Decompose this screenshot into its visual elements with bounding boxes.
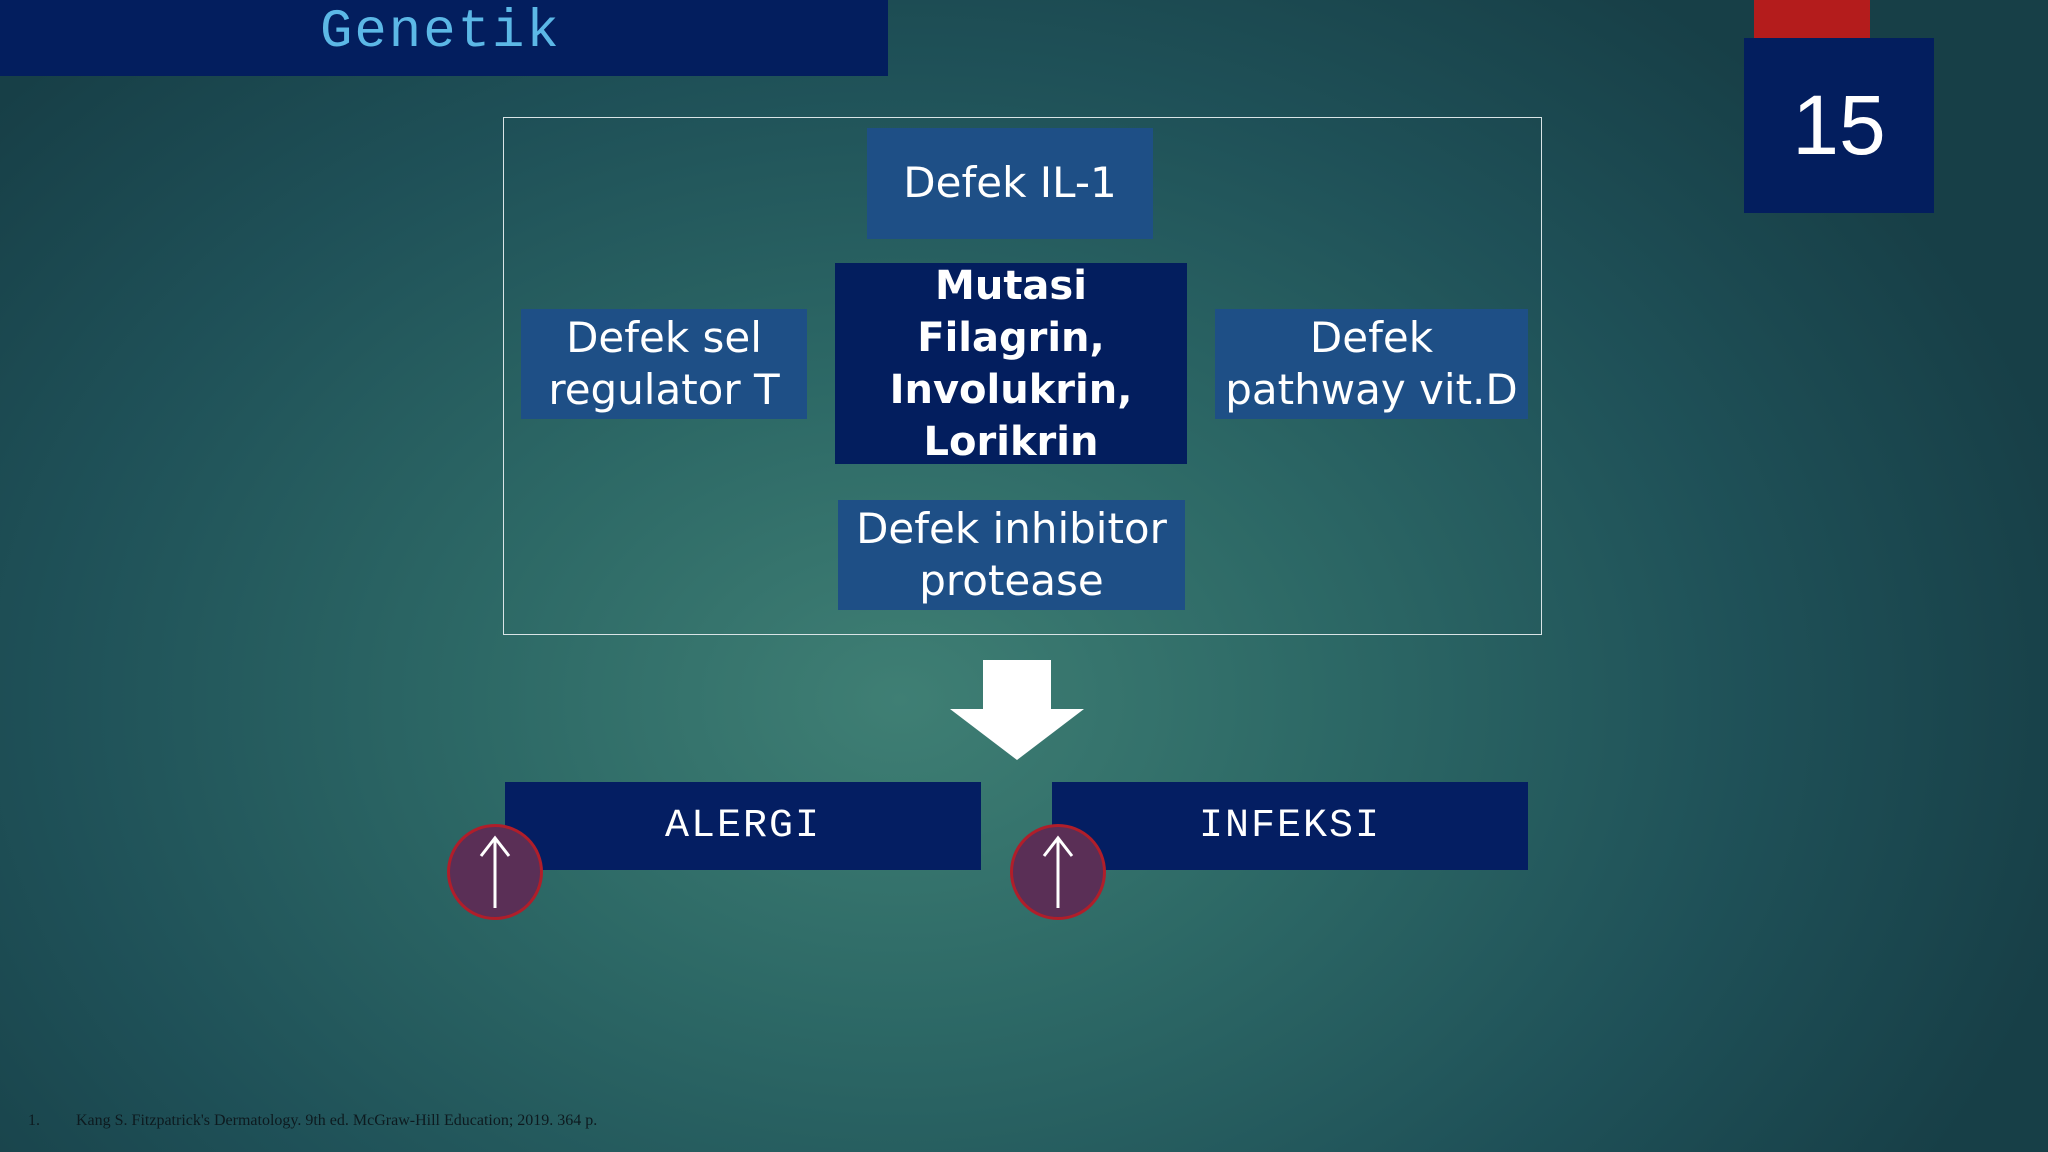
slide-number-accent: [1754, 0, 1870, 38]
infection-increase-indicator: [1010, 824, 1106, 920]
up-arrow-icon: [1042, 835, 1074, 908]
slide-title: Genetik: [320, 2, 561, 63]
effect-infection-box: INFEKSI: [1052, 782, 1528, 870]
defect-vitd-line-2: pathway vit.D: [1225, 365, 1518, 414]
defect-treg-box: Defek sel regulator T: [521, 309, 807, 419]
defect-protease-box: Defek inhibitor protease: [838, 500, 1185, 610]
mutation-line-4: Lorikrin: [923, 418, 1099, 465]
mutation-center-label: Mutasi Filagrin, Involukrin, Lorikrin: [890, 260, 1133, 468]
mutation-center-box: Mutasi Filagrin, Involukrin, Lorikrin: [835, 263, 1187, 465]
slide-number: 15: [1744, 38, 1934, 213]
reference-footnote: 1. Kang S. Fitzpatrick's Dermatology. 9t…: [28, 1112, 597, 1130]
defect-protease-line-2: protease: [919, 556, 1104, 605]
defect-treg-line-1: Defek sel: [566, 312, 762, 362]
effect-allergy-label: ALERGI: [664, 803, 822, 849]
diagram-frame: [503, 117, 1542, 635]
title-bar: Genetik: [0, 0, 888, 76]
defect-vitd-label: Defek pathway vit.D: [1225, 312, 1517, 417]
allergy-increase-indicator: [447, 824, 543, 920]
mutation-line-3: Involukrin,: [889, 366, 1133, 413]
defect-protease-line-1: Defek inhibitor: [856, 503, 1167, 553]
defect-treg-label: Defek sel regulator T: [548, 312, 779, 417]
mutation-line-2: Filagrin,: [917, 314, 1105, 361]
effect-allergy-box: ALERGI: [505, 782, 981, 870]
defect-protease-label: Defek inhibitor protease: [856, 503, 1167, 608]
down-arrow-icon: [950, 660, 1084, 760]
defect-vitd-box: Defek pathway vit.D: [1215, 309, 1528, 419]
defect-il1-box: Defek IL-1: [867, 128, 1153, 239]
footnote-text: Kang S. Fitzpatrick's Dermatology. 9th e…: [76, 1112, 598, 1129]
defect-il1-label: Defek IL-1: [903, 158, 1117, 208]
defect-vitd-line-1: Defek: [1309, 312, 1434, 362]
mutation-line-1: Mutasi: [935, 262, 1087, 309]
up-arrow-icon: [479, 835, 511, 908]
footnote-number: 1.: [28, 1112, 40, 1129]
effect-infection-label: INFEKSI: [1198, 803, 1382, 849]
defect-treg-line-2: regulator T: [548, 365, 780, 414]
